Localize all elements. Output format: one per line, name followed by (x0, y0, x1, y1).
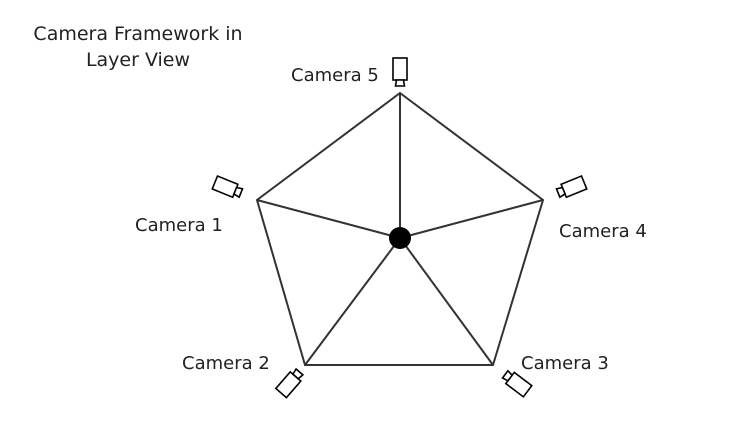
pentagon (255, 91, 545, 366)
diagram-title-line1: Camera Framework in (33, 23, 242, 45)
spoke-camera-1 (256, 199, 401, 239)
camera-2-icon (275, 366, 306, 399)
camera-1-icon (211, 175, 245, 201)
spoke-camera-3 (399, 237, 494, 366)
central-hub-node (389, 227, 411, 249)
spoke-camera-4 (399, 199, 544, 239)
camera-4-label: Camera 4 (559, 221, 647, 242)
diagram-title-line2: Layer View (86, 49, 190, 71)
pentagon-outline (255, 91, 545, 366)
camera-3-label: Camera 3 (521, 353, 609, 374)
camera-5-label: Camera 5 (291, 65, 379, 86)
camera-4-icon (554, 175, 588, 201)
spoke-camera-2 (304, 237, 401, 366)
camera-5-icon (392, 57, 408, 87)
camera-1-label: Camera 1 (135, 215, 223, 236)
camera-2-label: Camera 2 (182, 353, 270, 374)
